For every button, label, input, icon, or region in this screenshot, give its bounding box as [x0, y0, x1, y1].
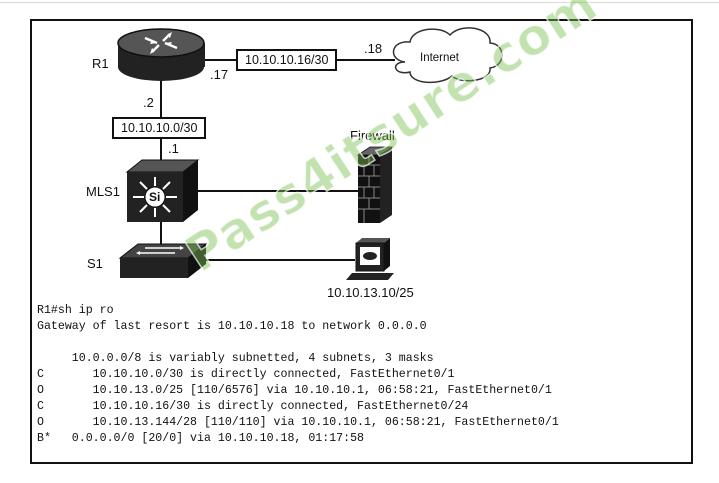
cli-line: Gateway of last resort is 10.10.10.18 to… [37, 320, 427, 333]
routing-table-output: R1#sh ip ro Gateway of last resort is 10… [37, 303, 559, 447]
r1-label: R1 [92, 56, 109, 71]
switch-badge: Si [149, 190, 160, 204]
r1-mls1-subnet: 10.10.10.0/30 [112, 117, 206, 139]
host-address-label: 10.10.13.10/25 [327, 285, 414, 300]
cli-line: O 10.10.13.144/28 [110/110] via 10.10.10… [37, 416, 559, 429]
r1-mls1-mls1-host-label: .1 [168, 141, 179, 156]
router-icon [118, 29, 205, 81]
cli-line: C 10.10.10.0/30 is directly connected, F… [37, 368, 454, 381]
cli-line: O 10.10.13.0/25 [110/6576] via 10.10.10.… [37, 384, 552, 397]
cli-line: C 10.10.10.16/30 is directly connected, … [37, 400, 468, 413]
internet-host-label: .18 [364, 41, 382, 56]
s1-label: S1 [87, 256, 103, 271]
cli-line: 10.0.0.0/8 is variably subnetted, 4 subn… [37, 352, 434, 365]
cli-line: B* 0.0.0.0/0 [20/0] via 10.10.10.18, 01:… [37, 432, 364, 445]
r1-internet-subnet: 10.10.10.16/30 [236, 49, 337, 71]
mls1-label: MLS1 [86, 184, 120, 199]
cli-line: R1#sh ip ro [37, 304, 114, 317]
multilayer-switch-icon [127, 160, 198, 222]
r1-internet-host-label: .17 [210, 67, 228, 82]
r1-mls1-r1-host-label: .2 [143, 95, 154, 110]
